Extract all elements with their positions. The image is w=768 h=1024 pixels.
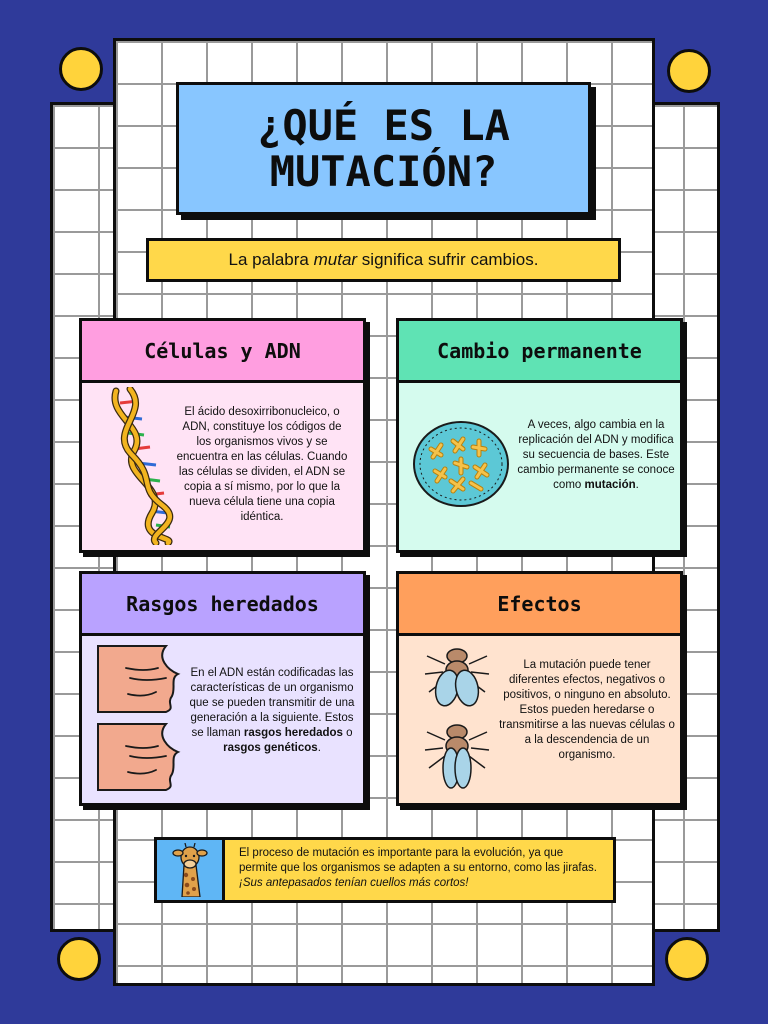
fly-icon [424, 648, 490, 789]
card-effects-body: La mutación puede tener diferentes efect… [399, 636, 680, 803]
card-traits-body: En el ADN están codificadas las caracter… [82, 636, 363, 803]
trait-term-genetic: rasgos genéticos [223, 742, 318, 754]
card-cells-header: Células y ADN [82, 321, 363, 383]
subtitle-box: La palabra mutar significa sufrir cambio… [146, 238, 621, 282]
card-traits-heading: Rasgos heredados [126, 591, 319, 616]
card-permanent-body: A veces, algo cambia en la replicación d… [399, 383, 680, 550]
corner-dot-top-right [667, 49, 711, 93]
card-effects-text: La mutación puede tener diferentes efect… [499, 659, 675, 761]
title-box: ¿QUÉ ES LA MUTACIÓN? [176, 82, 591, 215]
card-cells-body: El ácido desoxirribonucleico, o ADN, con… [82, 383, 363, 550]
corner-dot-bottom-right [665, 937, 709, 981]
card-permanent-change: Cambio permanente [396, 318, 683, 553]
footer-text: El proceso de mutación es importante par… [239, 847, 597, 889]
card-inherited-traits: Rasgos heredados En el ADN están codific… [79, 571, 366, 806]
card-cells-dna: Células y ADN El ácido desoxirribonuclei… [79, 318, 366, 553]
card-effects-header: Efectos [399, 574, 680, 636]
card-effects-heading: Efectos [497, 591, 582, 616]
subtitle-emphasis: mutar [313, 250, 358, 269]
footer-icon-box [157, 840, 225, 900]
card-cells-heading: Células y ADN [144, 338, 301, 363]
dna-helix-icon [111, 387, 174, 545]
card-permanent-heading: Cambio permanente [437, 338, 642, 363]
footer-note: El proceso de mutación es importante par… [154, 837, 616, 903]
card-traits-header: Rasgos heredados [82, 574, 363, 636]
cell-chromosomes-icon [413, 421, 509, 507]
card-cells-text: El ácido desoxirribonucleico, o ADN, con… [176, 406, 348, 523]
card-effects: Efectos La mutación puede tener diferent… [396, 571, 683, 806]
corner-dot-bottom-left [57, 937, 101, 981]
corner-dot-top-left [59, 47, 103, 91]
page-title: ¿QUÉ ES LA MUTACIÓN? [257, 100, 510, 196]
subtitle-text: La palabra mutar significa sufrir cambio… [228, 250, 539, 269]
card-permanent-header: Cambio permanente [399, 321, 680, 383]
footer-emphasis: ¡Sus antepasados tenían cuellos más cort… [239, 877, 469, 889]
card-permanent-text: A veces, algo cambia en la replicación d… [517, 419, 675, 491]
card-traits-text: En el ADN están codificadas las caracter… [189, 667, 355, 754]
lips-icon [97, 645, 181, 791]
giraffe-icon [171, 843, 208, 897]
trait-term-inherited: rasgos heredados [243, 727, 343, 739]
mutation-term: mutación [584, 479, 636, 491]
